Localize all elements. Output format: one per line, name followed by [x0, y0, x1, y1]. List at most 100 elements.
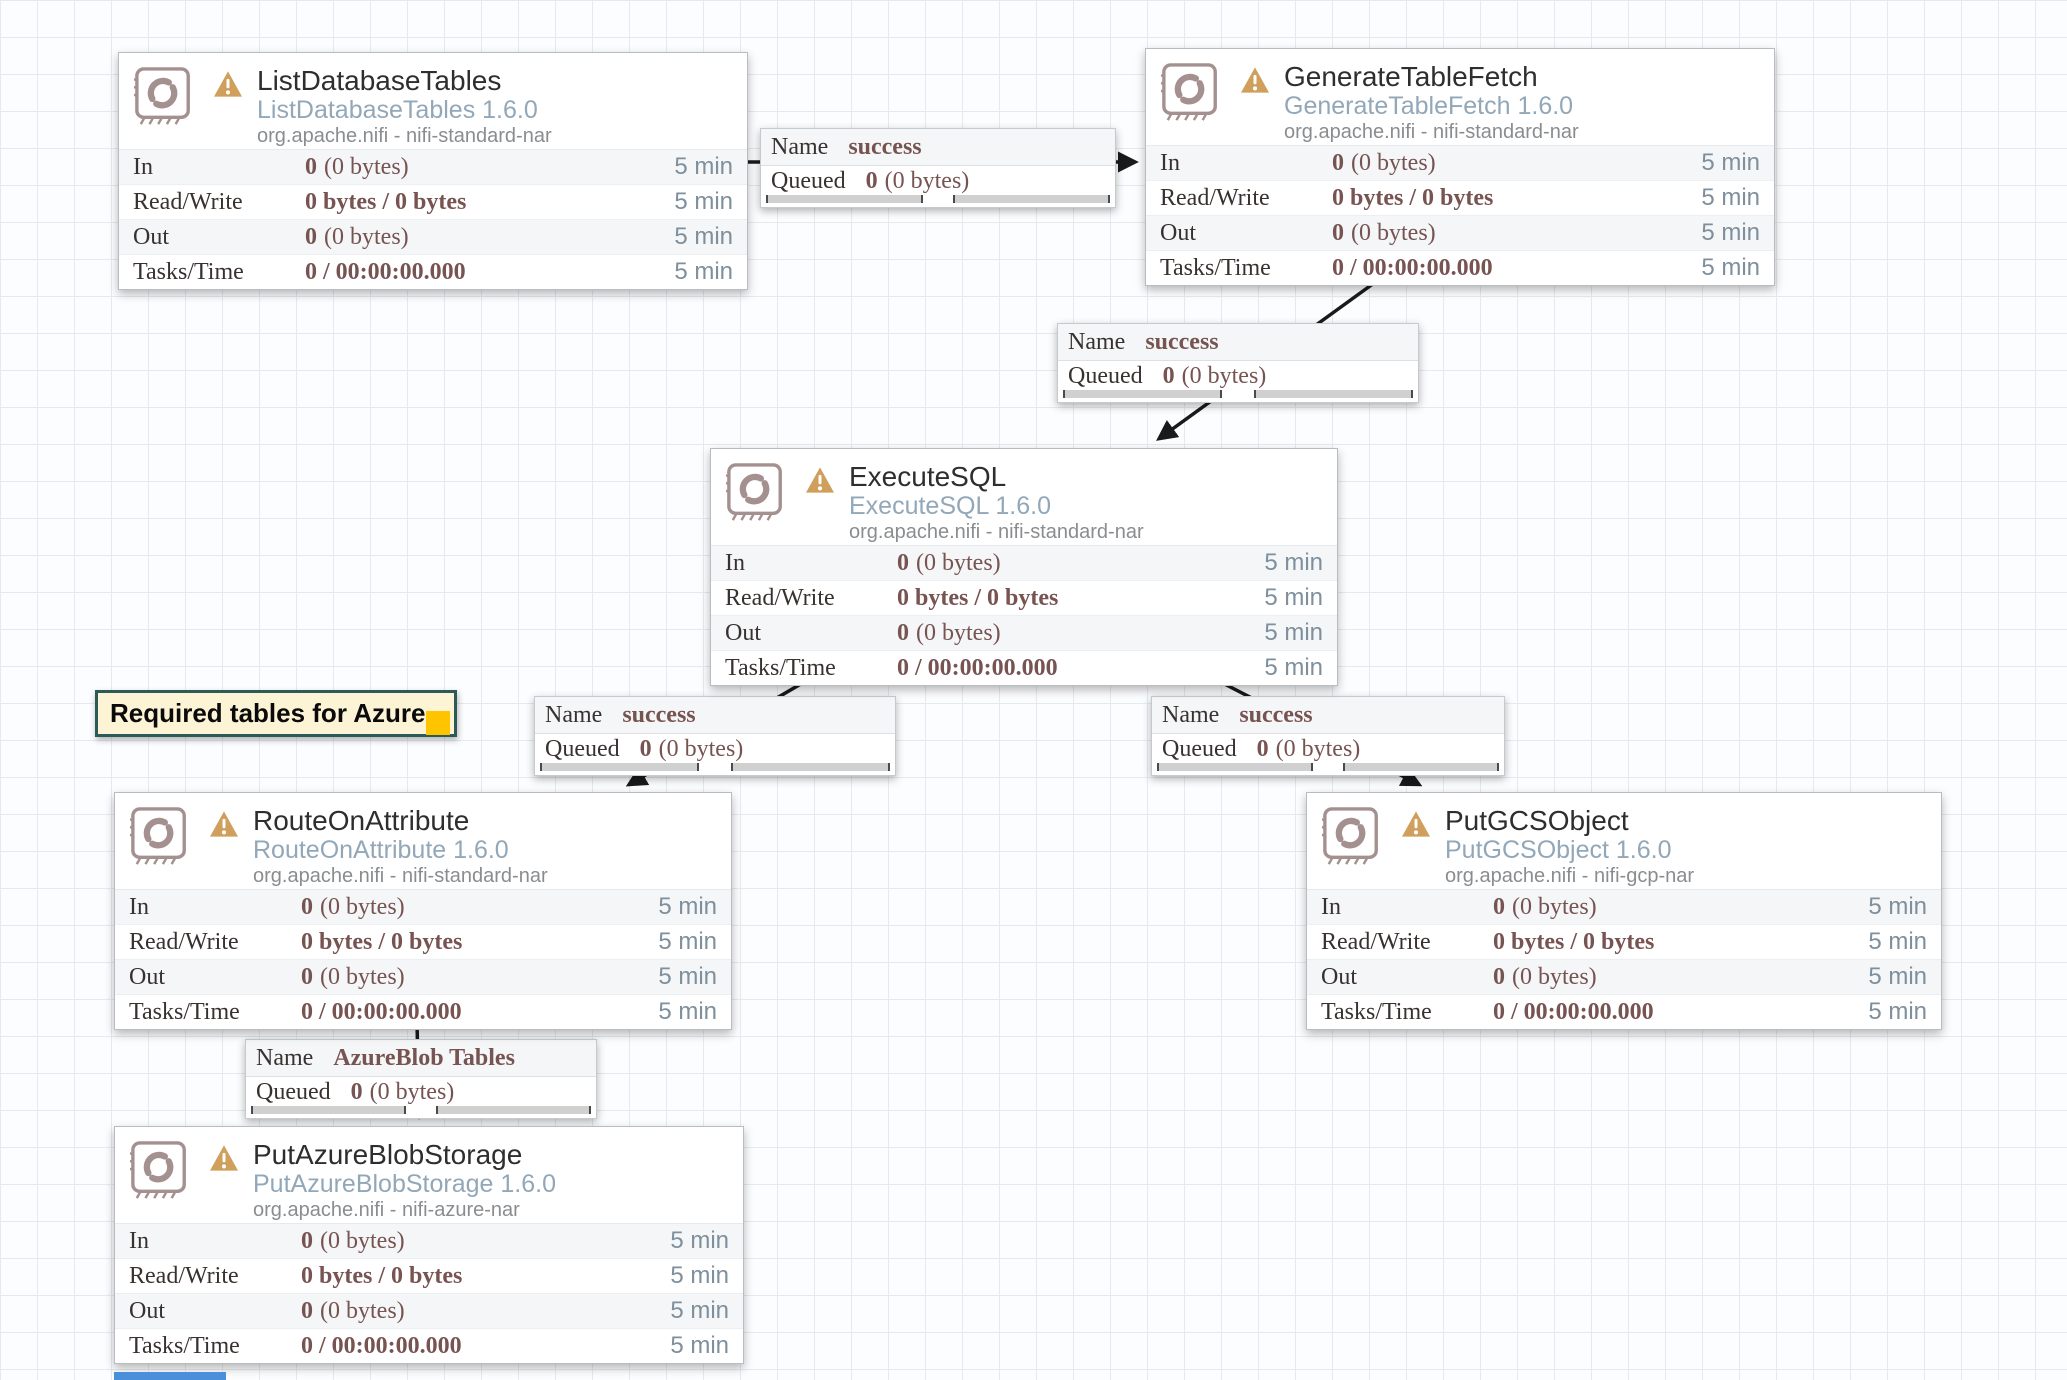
stat-time-window: 5 min — [1868, 998, 1927, 1025]
processor-header: ListDatabaseTables ListDatabaseTables 1.… — [119, 53, 747, 149]
connection-queued-key: Queued — [771, 168, 846, 194]
processor-stat-row: Out 0 (0 bytes) 5 min — [711, 615, 1337, 650]
queue-bar — [1157, 763, 1313, 771]
note-resize-handle[interactable] — [426, 711, 450, 735]
processor-header: GenerateTableFetch GenerateTableFetch 1.… — [1146, 49, 1774, 145]
stat-value: 0 / 00:00:00.000 — [1332, 254, 1493, 281]
flow-note-label[interactable]: Required tables for Azure — [95, 690, 457, 737]
stat-time-window: 5 min — [1264, 584, 1323, 611]
processor-bundle: org.apache.nifi - nifi-standard-nar — [253, 865, 548, 887]
stat-time-window: 5 min — [674, 258, 733, 285]
processor-stats: In 0 (0 bytes) 5 min Read/Write 0 bytes … — [1307, 889, 1941, 1029]
stat-value-detail: (0 bytes) — [324, 223, 409, 250]
connection-name-value: success — [1145, 329, 1219, 355]
processor-stat-row: Read/Write 0 bytes / 0 bytes 5 min — [119, 184, 747, 219]
processor-stat-row: Read/Write 0 bytes / 0 bytes 5 min — [115, 1258, 743, 1293]
queue-bar — [1063, 390, 1223, 398]
processor-titles: ExecuteSQL ExecuteSQL 1.6.0 org.apache.n… — [849, 462, 1144, 544]
stat-value-detail: (0 bytes) — [320, 1297, 405, 1324]
stat-time-window: 5 min — [670, 1332, 729, 1359]
connection-name-key: Name — [545, 702, 603, 728]
queue-bar — [540, 763, 700, 771]
processor-route-on-attribute[interactable]: RouteOnAttribute RouteOnAttribute 1.6.0 … — [114, 792, 732, 1030]
stat-value: 0 — [301, 893, 313, 920]
processor-stat-row: Read/Write 0 bytes / 0 bytes 5 min — [1146, 180, 1774, 215]
processor-name: GenerateTableFetch — [1284, 61, 1538, 92]
processor-titles: ListDatabaseTables ListDatabaseTables 1.… — [257, 66, 552, 148]
processor-titles: PutAzureBlobStorage PutAzureBlobStorage … — [253, 1140, 556, 1222]
queue-bar — [953, 195, 1110, 203]
stat-time-window: 5 min — [1868, 893, 1927, 920]
stat-value: 0 / 00:00:00.000 — [1493, 998, 1654, 1025]
stat-time-window: 5 min — [1701, 219, 1760, 246]
processor-type-version: ListDatabaseTables 1.6.0 — [257, 96, 538, 124]
stat-value: 0 — [1332, 149, 1344, 176]
stat-label: Out — [725, 619, 761, 646]
processor-execute-sql[interactable]: ExecuteSQL ExecuteSQL 1.6.0 org.apache.n… — [710, 448, 1338, 686]
stat-time-window: 5 min — [670, 1262, 729, 1289]
warning-triangle-icon — [806, 467, 834, 493]
connection-queued-count: 0 — [865, 168, 878, 194]
stat-time-window: 5 min — [1868, 963, 1927, 990]
processor-stat-row: Read/Write 0 bytes / 0 bytes 5 min — [115, 924, 731, 959]
processor-stats: In 0 (0 bytes) 5 min Read/Write 0 bytes … — [711, 545, 1337, 685]
stat-value-detail: (0 bytes) — [916, 549, 1001, 576]
queue-bar — [436, 1106, 591, 1114]
stat-label: In — [129, 893, 149, 920]
stat-value: 0 — [1332, 219, 1344, 246]
processor-name: ListDatabaseTables — [257, 65, 502, 96]
connection-name-value: success — [1239, 702, 1313, 728]
stat-value-detail: (0 bytes) — [1351, 219, 1436, 246]
stat-value-detail: (0 bytes) — [324, 153, 409, 180]
stat-value-detail: (0 bytes) — [320, 963, 405, 990]
connection-queued-size: (0 bytes) — [884, 168, 970, 194]
processor-stat-row: In 0 (0 bytes) 5 min — [119, 150, 747, 184]
stat-value-detail: (0 bytes) — [1512, 963, 1597, 990]
connection-name-key: Name — [1162, 702, 1220, 728]
stat-label: Read/Write — [725, 584, 835, 611]
warning-triangle-icon — [210, 811, 238, 837]
stat-value: 0 / 00:00:00.000 — [301, 1332, 462, 1359]
connection-queued-key: Queued — [256, 1079, 331, 1105]
processor-stats: In 0 (0 bytes) 5 min Read/Write 0 bytes … — [115, 889, 731, 1029]
stat-label: Out — [133, 223, 169, 250]
sync-arrows-stamp-icon — [1160, 63, 1217, 121]
stat-label: In — [129, 1227, 149, 1254]
processor-type-version: PutAzureBlobStorage 1.6.0 — [253, 1170, 556, 1198]
processor-stat-row: Out 0 (0 bytes) 5 min — [119, 219, 747, 254]
processor-stat-row: Out 0 (0 bytes) 5 min — [115, 1293, 743, 1328]
stat-value: 0 bytes / 0 bytes — [897, 584, 1059, 611]
stat-time-window: 5 min — [1701, 184, 1760, 211]
processor-stat-row: Tasks/Time 0 / 00:00:00.000 5 min — [1307, 994, 1941, 1029]
stat-time-window: 5 min — [674, 188, 733, 215]
stat-label: Read/Write — [1160, 184, 1270, 211]
processor-stats: In 0 (0 bytes) 5 min Read/Write 0 bytes … — [115, 1223, 743, 1363]
stat-value: 0 bytes / 0 bytes — [301, 1262, 463, 1289]
sync-arrows-stamp-icon — [133, 67, 190, 125]
stat-label: Out — [1160, 219, 1196, 246]
processor-name: RouteOnAttribute — [253, 805, 470, 836]
processor-generate-table-fetch[interactable]: GenerateTableFetch GenerateTableFetch 1.… — [1145, 48, 1775, 286]
processor-stat-row: Tasks/Time 0 / 00:00:00.000 5 min — [119, 254, 747, 289]
stat-time-window: 5 min — [1868, 928, 1927, 955]
processor-put-azure-blob-storage[interactable]: PutAzureBlobStorage PutAzureBlobStorage … — [114, 1126, 744, 1364]
stat-time-window: 5 min — [670, 1297, 729, 1324]
processor-put-gcs-object[interactable]: PutGCSObject PutGCSObject 1.6.0 org.apac… — [1306, 792, 1942, 1030]
stat-time-window: 5 min — [658, 998, 717, 1025]
stat-time-window: 5 min — [674, 153, 733, 180]
stat-value: 0 — [305, 223, 317, 250]
processor-list-database-tables[interactable]: ListDatabaseTables ListDatabaseTables 1.… — [118, 52, 748, 290]
processor-stat-row: In 0 (0 bytes) 5 min — [115, 890, 731, 924]
warning-triangle-icon — [214, 71, 242, 97]
connection-queued-key: Queued — [1068, 363, 1143, 389]
queue-indicator-bars — [766, 195, 1110, 204]
stat-value: 0 — [1493, 963, 1505, 990]
stat-time-window: 5 min — [658, 963, 717, 990]
